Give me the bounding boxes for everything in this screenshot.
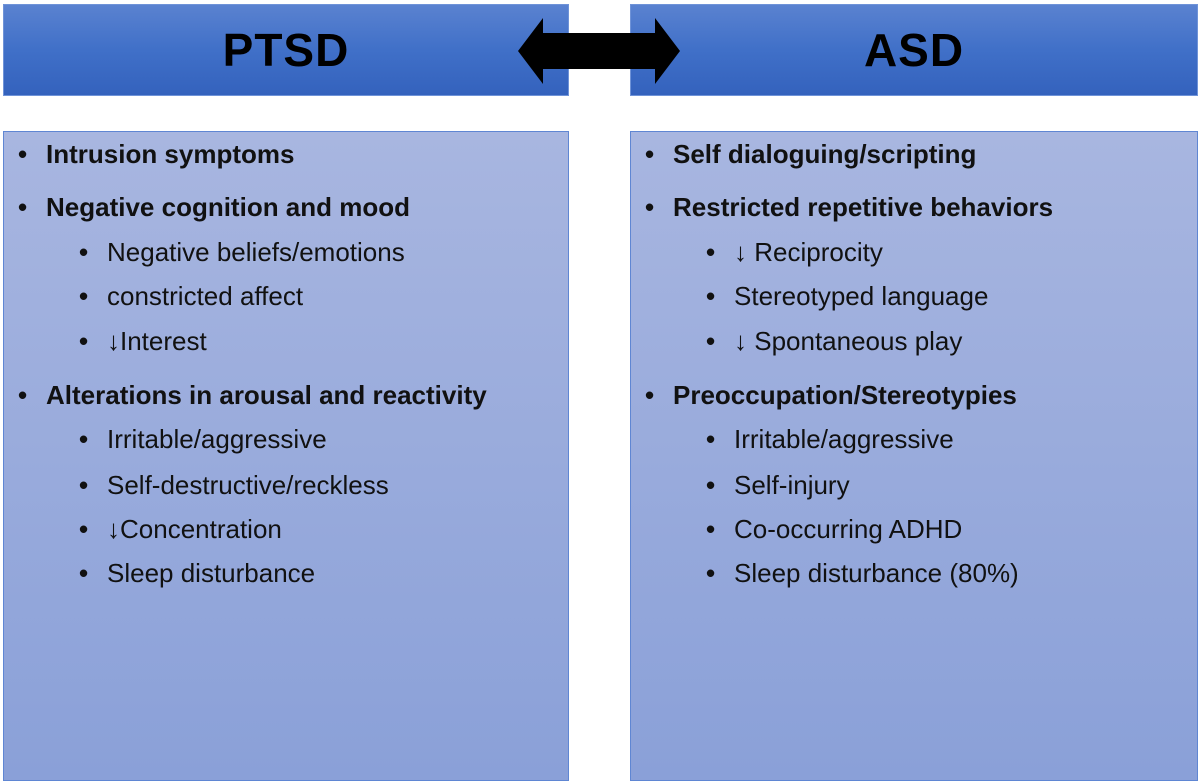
symptom-item: Self-injury (706, 470, 849, 501)
ptsd-header: PTSD (3, 4, 569, 96)
symptom-item: Sleep disturbance (79, 558, 315, 589)
asd-symptom-box: Self dialoguing/scriptingRestricted repe… (630, 131, 1198, 781)
symptom-item: Irritable/aggressive (79, 424, 327, 455)
asd-header: ASD (630, 4, 1198, 96)
symptom-item: constricted affect (79, 281, 303, 312)
symptom-category: Preoccupation/Stereotypies (645, 380, 1017, 411)
symptom-item: ↓Interest (79, 326, 207, 357)
symptom-item: Sleep disturbance (80%) (706, 558, 1019, 589)
symptom-item: ↓Concentration (79, 514, 282, 545)
symptom-item: Self-destructive/reckless (79, 470, 389, 501)
symptom-item: Irritable/aggressive (706, 424, 954, 455)
asd-title: ASD (863, 24, 965, 76)
symptom-item: ↓ Spontaneous play (706, 326, 962, 357)
symptom-category: Negative cognition and mood (18, 192, 410, 223)
symptom-item: ↓ Reciprocity (706, 237, 883, 268)
ptsd-symptom-box: Intrusion symptomsNegative cognition and… (3, 131, 569, 781)
symptom-category: Intrusion symptoms (18, 139, 295, 170)
ptsd-title: PTSD (222, 24, 350, 76)
symptom-category: Alterations in arousal and reactivity (18, 380, 487, 411)
symptom-category: Restricted repetitive behaviors (645, 192, 1053, 223)
symptom-item: Co-occurring ADHD (706, 514, 962, 545)
symptom-item: Negative beliefs/emotions (79, 237, 405, 268)
symptom-category: Self dialoguing/scripting (645, 139, 976, 170)
double-arrow-icon (518, 18, 680, 84)
symptom-item: Stereotyped language (706, 281, 988, 312)
